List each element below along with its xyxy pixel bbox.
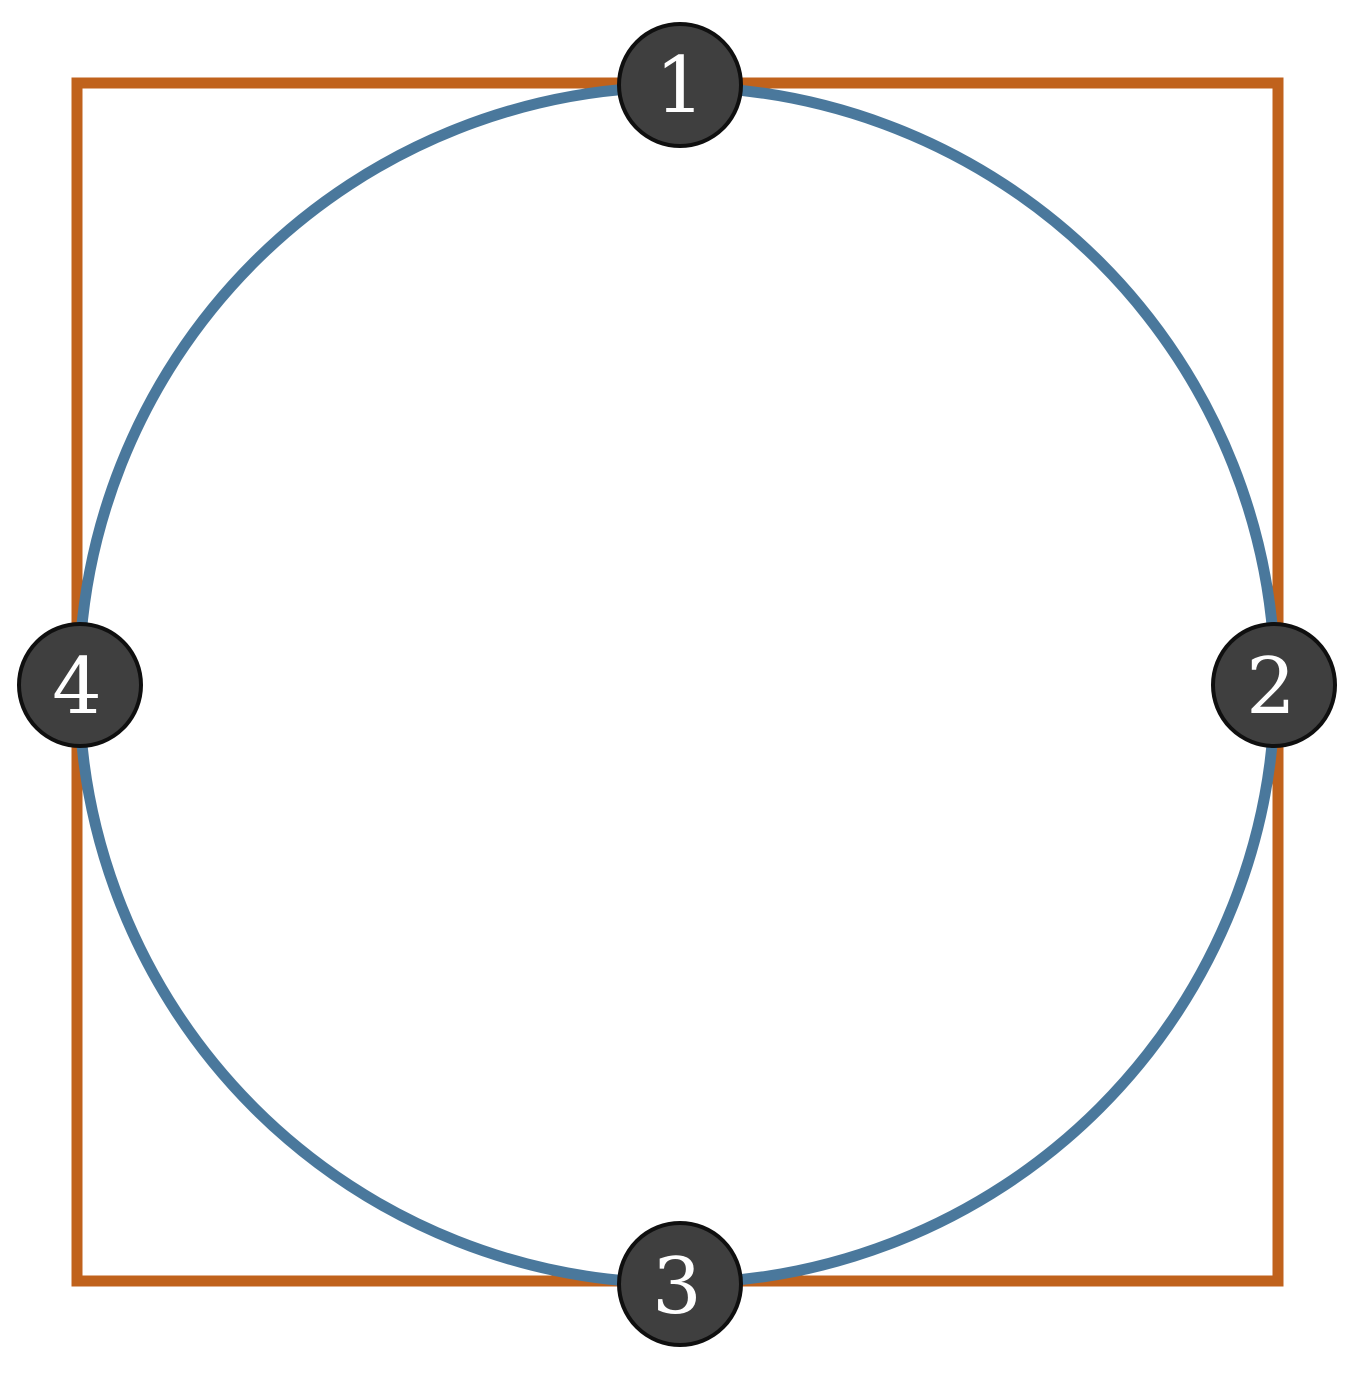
- marker-top: 1: [617, 22, 743, 148]
- marker-left-label: 4: [52, 642, 102, 732]
- marker-top-badge: [617, 22, 743, 148]
- marker-bottom-label: 3: [652, 1242, 702, 1332]
- marker-top-label: 1: [655, 41, 705, 131]
- marker-left-badge: [17, 622, 143, 748]
- inscribed-circle: [73, 81, 1281, 1289]
- marker-right: 2: [1211, 622, 1337, 748]
- marker-right-label: 2: [1246, 642, 1296, 732]
- marker-left: 4: [17, 622, 143, 748]
- marker-bottom: 3: [617, 1221, 743, 1347]
- marker-bottom-badge: [617, 1221, 743, 1347]
- marker-right-badge: [1211, 622, 1337, 748]
